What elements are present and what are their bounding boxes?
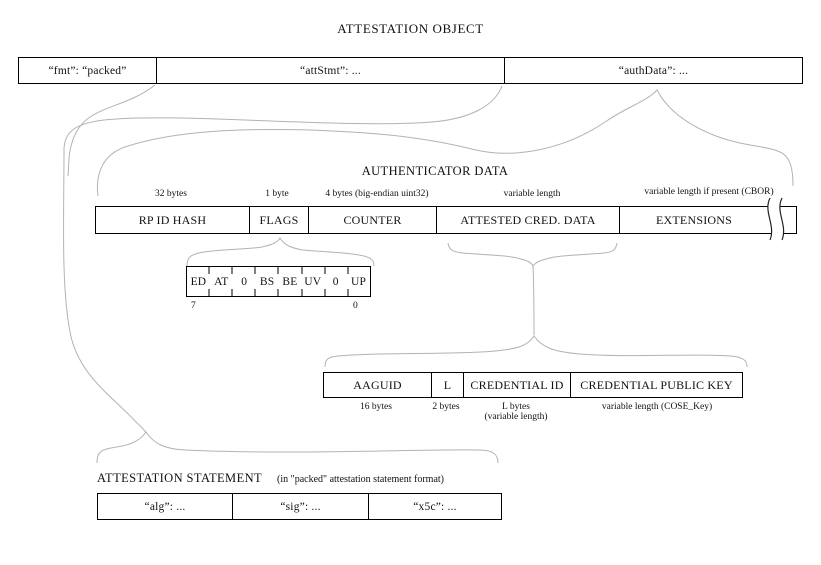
brace-attested-cred-data bbox=[324, 335, 748, 368]
credential-public-key-field: CREDENTIAL PUBLIC KEY bbox=[570, 373, 742, 397]
connector-attested-cred-top bbox=[447, 242, 618, 267]
authdata-field: “authData”: ... bbox=[504, 58, 802, 83]
rp-id-hash-field: RP ID HASH bbox=[96, 207, 249, 233]
counter-field: COUNTER bbox=[308, 207, 436, 233]
attstmt-field: “attStmt”: ... bbox=[156, 58, 504, 83]
sig-field: “sig”: ... bbox=[232, 494, 368, 519]
aaguid-field: AAGUID bbox=[324, 373, 431, 397]
cred-id-length-field: L bbox=[431, 373, 463, 397]
credential-id-field: CREDENTIAL ID bbox=[463, 373, 570, 397]
attested-cred-data-row: AAGUID L CREDENTIAL ID CREDENTIAL PUBLIC… bbox=[323, 372, 743, 398]
alg-field: “alg”: ... bbox=[98, 494, 232, 519]
size-label-credential-id: L bytes bbox=[502, 402, 530, 412]
brace-authdata bbox=[96, 89, 794, 197]
brace-flags bbox=[186, 237, 375, 267]
flags-field: FLAGS bbox=[249, 207, 308, 233]
size-label-attested-cred: variable length bbox=[503, 189, 561, 199]
extensions-field: EXTENSIONS bbox=[619, 207, 796, 233]
attestation-statement-heading: ATTESTATION STATEMENT bbox=[97, 471, 263, 485]
brace-attestation-statement bbox=[96, 431, 499, 464]
size-label-l: 2 bytes bbox=[432, 402, 460, 412]
flag-bit-uv: UV bbox=[304, 275, 322, 288]
size-label-aaguid: 16 bytes bbox=[360, 402, 392, 412]
x5c-field: “x5c”: ... bbox=[368, 494, 501, 519]
attestation-statement-row: “alg”: ... “sig”: ... “x5c”: ... bbox=[97, 493, 502, 520]
flags-lsb-label: 0 bbox=[353, 301, 358, 311]
connector-attested-cred-line bbox=[532, 265, 535, 336]
flag-bit-ed: ED bbox=[190, 275, 207, 288]
flag-bit-at: AT bbox=[214, 275, 229, 288]
size-label-flags: 1 byte bbox=[265, 189, 289, 199]
flag-bit-be: BE bbox=[282, 275, 298, 288]
flags-msb-label: 7 bbox=[191, 301, 196, 311]
connector-attstmt-left bbox=[67, 84, 156, 177]
flag-bit-up: UP bbox=[351, 275, 367, 288]
size-note-credential-id: (variable length) bbox=[484, 412, 548, 422]
authenticator-data-row: RP ID HASH FLAGS COUNTER ATTESTED CRED. … bbox=[95, 206, 797, 234]
attestation-object-row: “fmt”: “packed” “attStmt”: ... “authData… bbox=[18, 57, 803, 84]
flag-bit-bs: BS bbox=[259, 275, 275, 288]
size-label-credential-public-key: variable length (COSE_Key) bbox=[601, 402, 713, 412]
attestation-statement-subtitle: (in "packed" attestation statement forma… bbox=[277, 474, 444, 485]
flags-bit-box: ED AT 0 BS BE UV 0 UP bbox=[186, 266, 371, 297]
flag-bit-rfu1: 0 bbox=[241, 275, 248, 288]
fmt-field: “fmt”: “packed” bbox=[19, 58, 156, 83]
attested-cred-data-field: ATTESTED CRED. DATA bbox=[436, 207, 619, 233]
page-title: ATTESTATION OBJECT bbox=[337, 21, 484, 36]
authenticator-data-heading: AUTHENTICATOR DATA bbox=[361, 164, 509, 178]
flag-bit-rfu2: 0 bbox=[332, 275, 339, 288]
size-label-extensions: variable length if present (CBOR) bbox=[644, 187, 774, 197]
size-label-counter: 4 bytes (big-endian uint32) bbox=[325, 189, 429, 199]
size-label-rpidhash: 32 bytes bbox=[155, 189, 187, 199]
